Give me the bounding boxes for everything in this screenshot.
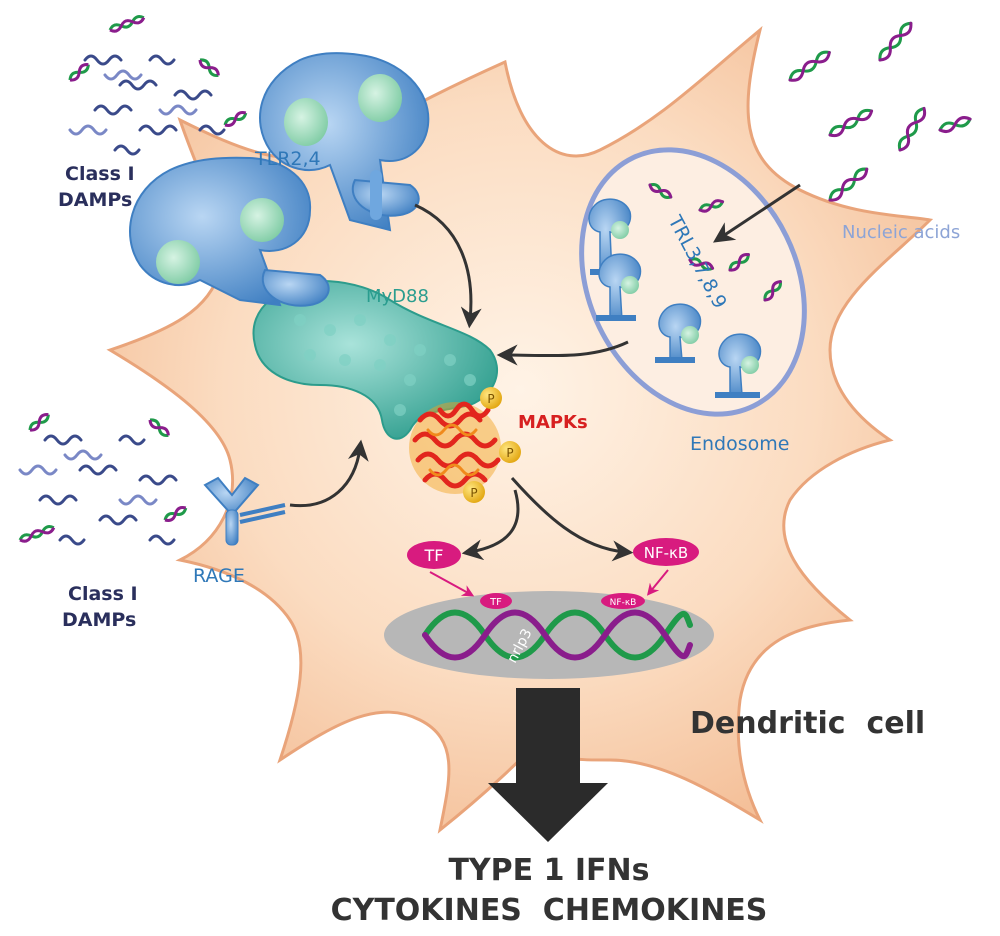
- myd88-label: MyD88: [366, 286, 429, 307]
- class-damps-bottom-line1: Class I: [68, 583, 138, 605]
- nucleic-acids-label: Nucleic acids: [842, 222, 960, 243]
- tf-small-label: TF: [489, 597, 502, 608]
- arrow-tlr-to-myd88: [414, 203, 482, 329]
- class-damps-bottom-line2: DAMPs: [62, 609, 136, 631]
- myd88-texture: [294, 314, 476, 416]
- tf-badge: TF: [407, 541, 461, 569]
- endosome-receptors: [588, 198, 762, 398]
- damps-cluster-bottom: [18, 413, 188, 546]
- mapks-label: MAPKs: [518, 412, 588, 433]
- tlr-receptor-left: [129, 156, 330, 307]
- output-line2: CYTOKINES CHEMOKINES: [331, 893, 768, 928]
- class-damps-top-line1: Class I: [65, 163, 135, 185]
- rage-label: RAGE: [193, 565, 245, 587]
- rage-receptor: [203, 476, 286, 546]
- phospho-group-2: P: [499, 441, 521, 463]
- tf-label: TF: [424, 546, 444, 565]
- arrow-nucleic-to-endosome: [712, 183, 801, 243]
- tlr24-label: TLR2,4: [254, 148, 321, 170]
- output-arrow: [488, 688, 608, 842]
- nucleus-dna: [422, 609, 693, 661]
- nucleic-acid-strands: [648, 21, 972, 302]
- nfkb-pink-arrow: [646, 569, 669, 596]
- nfkb-small-label: NF-κB: [610, 598, 637, 608]
- tlr-receptor-top: [259, 52, 430, 232]
- phospho-label-1: P: [487, 392, 494, 406]
- phospho-label-3: P: [470, 486, 477, 500]
- myd88-complex: [252, 280, 499, 440]
- nfkb-label: NF-κB: [644, 544, 688, 562]
- tf-pink-arrow: [429, 571, 475, 597]
- class-damps-top-line2: DAMPs: [58, 189, 132, 211]
- phospho-group-1: P: [480, 387, 502, 409]
- mapk-cluster: [409, 401, 501, 494]
- dendritic-cell-label: Dendritic cell: [690, 706, 925, 741]
- output-line1: TYPE 1 IFNs: [448, 853, 649, 888]
- damps-cluster-top: [68, 15, 248, 156]
- arrow-rage-to-mapk: [289, 439, 369, 508]
- phospho-group-3: P: [463, 481, 485, 503]
- arrow-mapk-to-tf: [461, 489, 520, 561]
- phospho-label-2: P: [506, 446, 513, 460]
- nfkb-small-badge: NF-κB: [601, 593, 645, 609]
- arrow-endosome-to-myd88: [496, 340, 629, 366]
- tf-small-badge: TF: [480, 593, 512, 609]
- arrow-mapk-to-nfkb: [510, 477, 634, 562]
- endosome-label: Endosome: [690, 433, 789, 455]
- nfkb-badge: NF-κB: [633, 538, 699, 566]
